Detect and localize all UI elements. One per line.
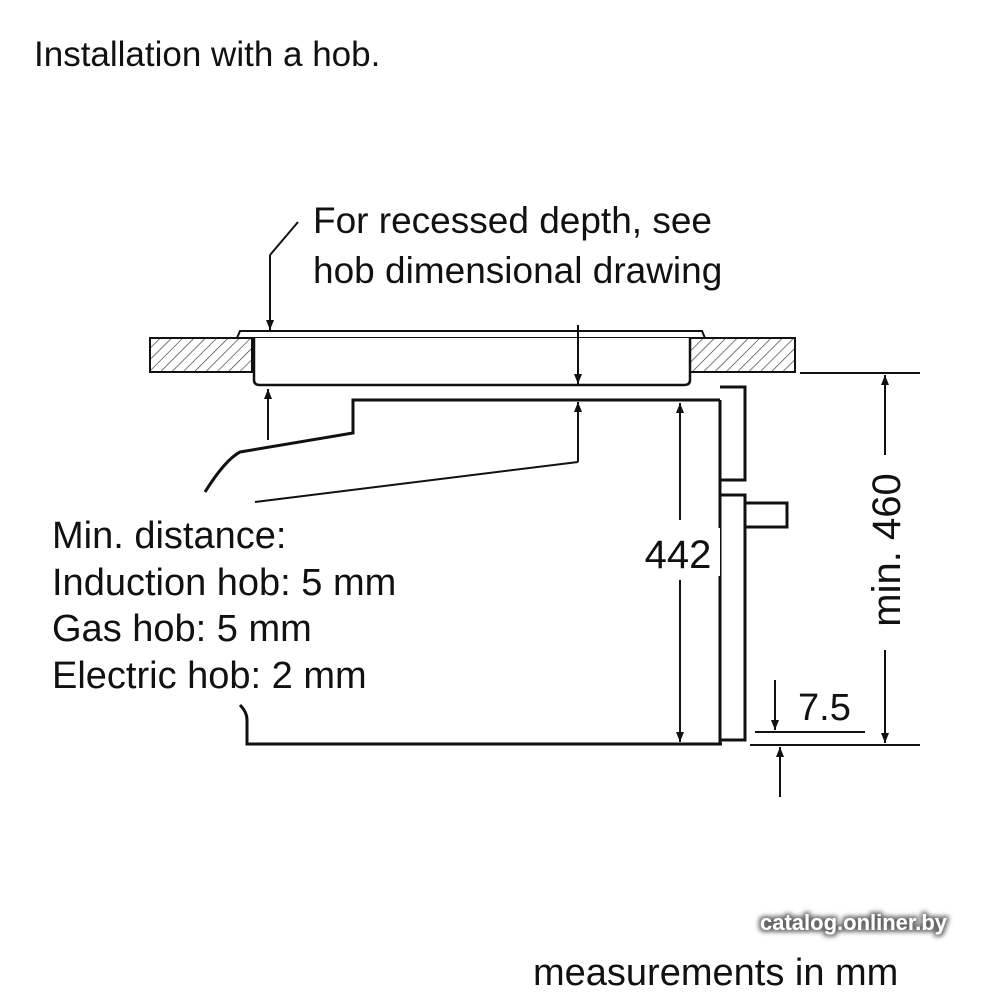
oven-knob — [745, 501, 789, 529]
callout-line-1: For recessed depth, see — [313, 200, 712, 241]
countertop-left — [149, 337, 253, 373]
diagram-title: Installation with a hob. — [34, 35, 380, 74]
units-note: measurements in mm — [533, 952, 898, 994]
dimension-460 — [750, 372, 920, 746]
min-distance-arrows — [254, 325, 582, 503]
dimension-7-5 — [755, 680, 865, 797]
watermark: catalog.onliner.by — [760, 910, 948, 935]
oven — [203, 385, 789, 746]
callout-leader-arrow — [266, 221, 299, 330]
callout-line-2: hob dimensional drawing — [313, 250, 722, 291]
countertop-right — [687, 337, 796, 373]
min-distance-gas: Gas hob: 5 mm — [52, 608, 312, 650]
dimension-442-label: 442 — [645, 533, 712, 577]
hob — [235, 330, 707, 387]
min-distance-induction: Induction hob: 5 mm — [52, 562, 396, 604]
min-distance-electric: Electric hob: 2 mm — [52, 655, 367, 697]
dimension-442-label-bg — [636, 528, 720, 576]
dimension-7-5-label: 7.5 — [798, 687, 851, 729]
dimension-460-label: min. 460 — [865, 473, 909, 626]
min-distance-heading: Min. distance: — [52, 515, 286, 557]
